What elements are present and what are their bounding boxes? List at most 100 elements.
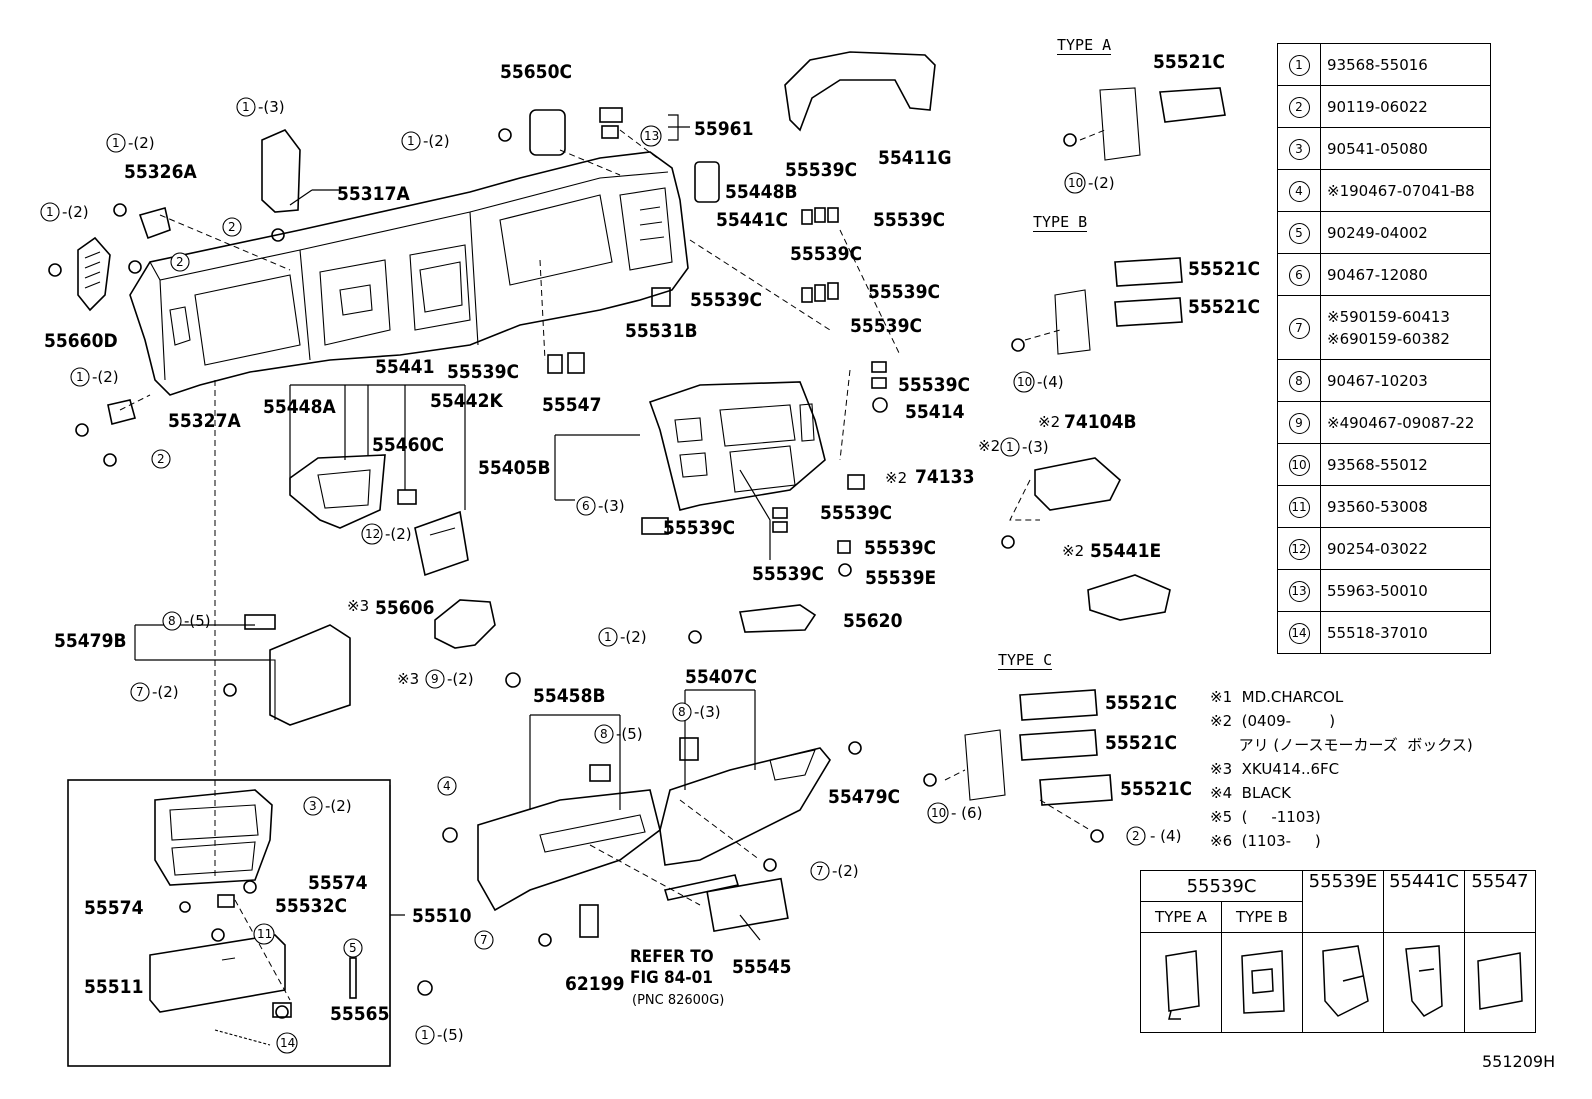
svg-text:- (4): - (4) <box>1150 827 1181 845</box>
svg-text:1: 1 <box>604 630 612 644</box>
svg-text:12: 12 <box>365 527 380 541</box>
label-55539C: 55539C <box>873 209 945 231</box>
parts-table-partno: 93560-53008 <box>1320 485 1491 528</box>
svg-text:-(3): -(3) <box>1022 438 1049 456</box>
label-55448A: 55448A <box>263 396 336 418</box>
clip-image-55547 <box>1464 932 1536 1033</box>
label-55531B: 55531B <box>625 320 698 342</box>
lower-panel-55458B-drawing <box>477 789 661 912</box>
clip-subheader-type-b: TYPE B <box>1221 901 1303 933</box>
svg-text:※2: ※2 <box>1062 542 1084 560</box>
label-55539C: 55539C <box>752 563 824 585</box>
svg-text:※2: ※2 <box>1038 413 1060 431</box>
parts-table-callout: 8 <box>1277 359 1321 402</box>
side-register-drawing <box>77 236 111 312</box>
parts-table-callout: 12 <box>1277 527 1321 570</box>
parts-table-callout: 11 <box>1277 485 1321 528</box>
parts-table-callout: 9 <box>1277 401 1321 444</box>
svg-text:7: 7 <box>816 864 824 878</box>
label-55521C: 55521C <box>1120 778 1192 800</box>
label-55539C: 55539C <box>864 537 936 559</box>
label-55414: 55414 <box>905 401 965 423</box>
label-55521C: 55521C <box>1153 51 1225 73</box>
fasteners <box>48 107 1104 1019</box>
svg-text:10: 10 <box>931 806 946 820</box>
label-55510: 55510 <box>412 905 472 927</box>
label-55565: 55565 <box>330 1003 389 1025</box>
label-74133: 74133 <box>915 466 974 488</box>
box-55441-drawing <box>289 454 386 529</box>
svg-text:-(2): -(2) <box>325 797 352 815</box>
figure-id: 551209H <box>1482 1052 1556 1071</box>
parts-table-partno: 90249-04002 <box>1320 211 1491 254</box>
callout-number: 6 <box>1288 264 1310 286</box>
parts-table-partno: 93568-55016 <box>1320 43 1491 86</box>
callout-number: 2 <box>1288 96 1310 118</box>
svg-text:2: 2 <box>157 452 165 466</box>
cluster-hood-drawing <box>784 51 936 132</box>
label-55407C: 55407C <box>685 666 757 688</box>
label-55460C: 55460C <box>372 434 444 456</box>
note-line: ※6 (1103- ) <box>1210 832 1321 850</box>
label-55441: 55441 <box>375 356 434 378</box>
svg-text:8: 8 <box>600 727 608 741</box>
note-line: ※2 (0409- ) <box>1210 712 1336 730</box>
clip-header-55547: 55547 <box>1464 870 1536 933</box>
clip-image-type-b <box>1221 932 1303 1033</box>
label-62199: 62199 <box>565 973 624 995</box>
label-55479B: 55479B <box>54 630 127 652</box>
lid-55442K-drawing <box>414 510 469 577</box>
callout-number: 3 <box>1288 138 1310 160</box>
clip-header-55539C: 55539C <box>1140 870 1303 902</box>
svg-text:※2: ※2 <box>978 437 1000 455</box>
parts-table-row: 9※490467-09087-22 <box>1277 401 1491 444</box>
label-55539C: 55539C <box>785 159 857 181</box>
parts-table-callout: 10 <box>1277 443 1321 486</box>
svg-text:-(2): -(2) <box>152 683 179 701</box>
callout-number: 7 <box>1288 317 1310 339</box>
callout-number: 12 <box>1288 538 1310 560</box>
svg-text:10: 10 <box>1017 375 1032 389</box>
parts-table-callout: 2 <box>1277 85 1321 128</box>
svg-text:-(2): -(2) <box>832 862 859 880</box>
note-line: ※4 BLACK <box>1210 784 1291 802</box>
label-55539C: 55539C <box>820 502 892 524</box>
svg-text:1: 1 <box>1006 440 1014 454</box>
notes-block: ※1 MD.CHARCOL※2 (0409- ) アリ (ノースモーカーズ ボッ… <box>1210 685 1473 853</box>
label-55620: 55620 <box>843 610 903 632</box>
label-55539C: 55539C <box>447 361 519 383</box>
svg-text:1: 1 <box>407 134 415 148</box>
callout-number: 13 <box>1288 580 1310 602</box>
clip-header-55539E: 55539E <box>1302 870 1384 933</box>
parts-table-partno: 55518-37010 <box>1320 611 1491 654</box>
lower-panel-55407C-drawing <box>659 747 831 866</box>
clip-subheader-type-a: TYPE A <box>1140 901 1222 933</box>
svg-text:13: 13 <box>644 129 659 143</box>
clip-image-55441C <box>1383 932 1465 1033</box>
parts-table-partno: 90467-10203 <box>1320 359 1491 402</box>
type-b-title: TYPE B <box>1033 213 1088 232</box>
svg-text:-(2): -(2) <box>128 134 155 152</box>
svg-text:2: 2 <box>1132 829 1140 843</box>
svg-text:2: 2 <box>176 255 184 269</box>
label-55511: 55511 <box>84 976 143 998</box>
svg-text:-(5): -(5) <box>437 1026 464 1044</box>
svg-text:11: 11 <box>257 927 272 941</box>
label-55547: 55547 <box>542 394 601 416</box>
label-55458B: 55458B <box>533 685 606 707</box>
svg-text:3: 3 <box>309 799 317 813</box>
label-55479C: 55479C <box>828 786 900 808</box>
svg-text:-(5): -(5) <box>184 612 211 630</box>
parts-table-partno: 90254-03022 <box>1320 527 1491 570</box>
svg-text:-(3): -(3) <box>258 98 285 116</box>
callout-number: 14 <box>1288 622 1310 644</box>
note-line: アリ (ノースモーカーズ ボックス) <box>1210 736 1473 754</box>
refer-text-1: REFER TO <box>630 947 714 967</box>
parts-table-callout: 14 <box>1277 611 1321 654</box>
label-55317A: 55317A <box>337 183 410 205</box>
parts-table-row: 4※190467-07041-B8 <box>1277 169 1491 212</box>
